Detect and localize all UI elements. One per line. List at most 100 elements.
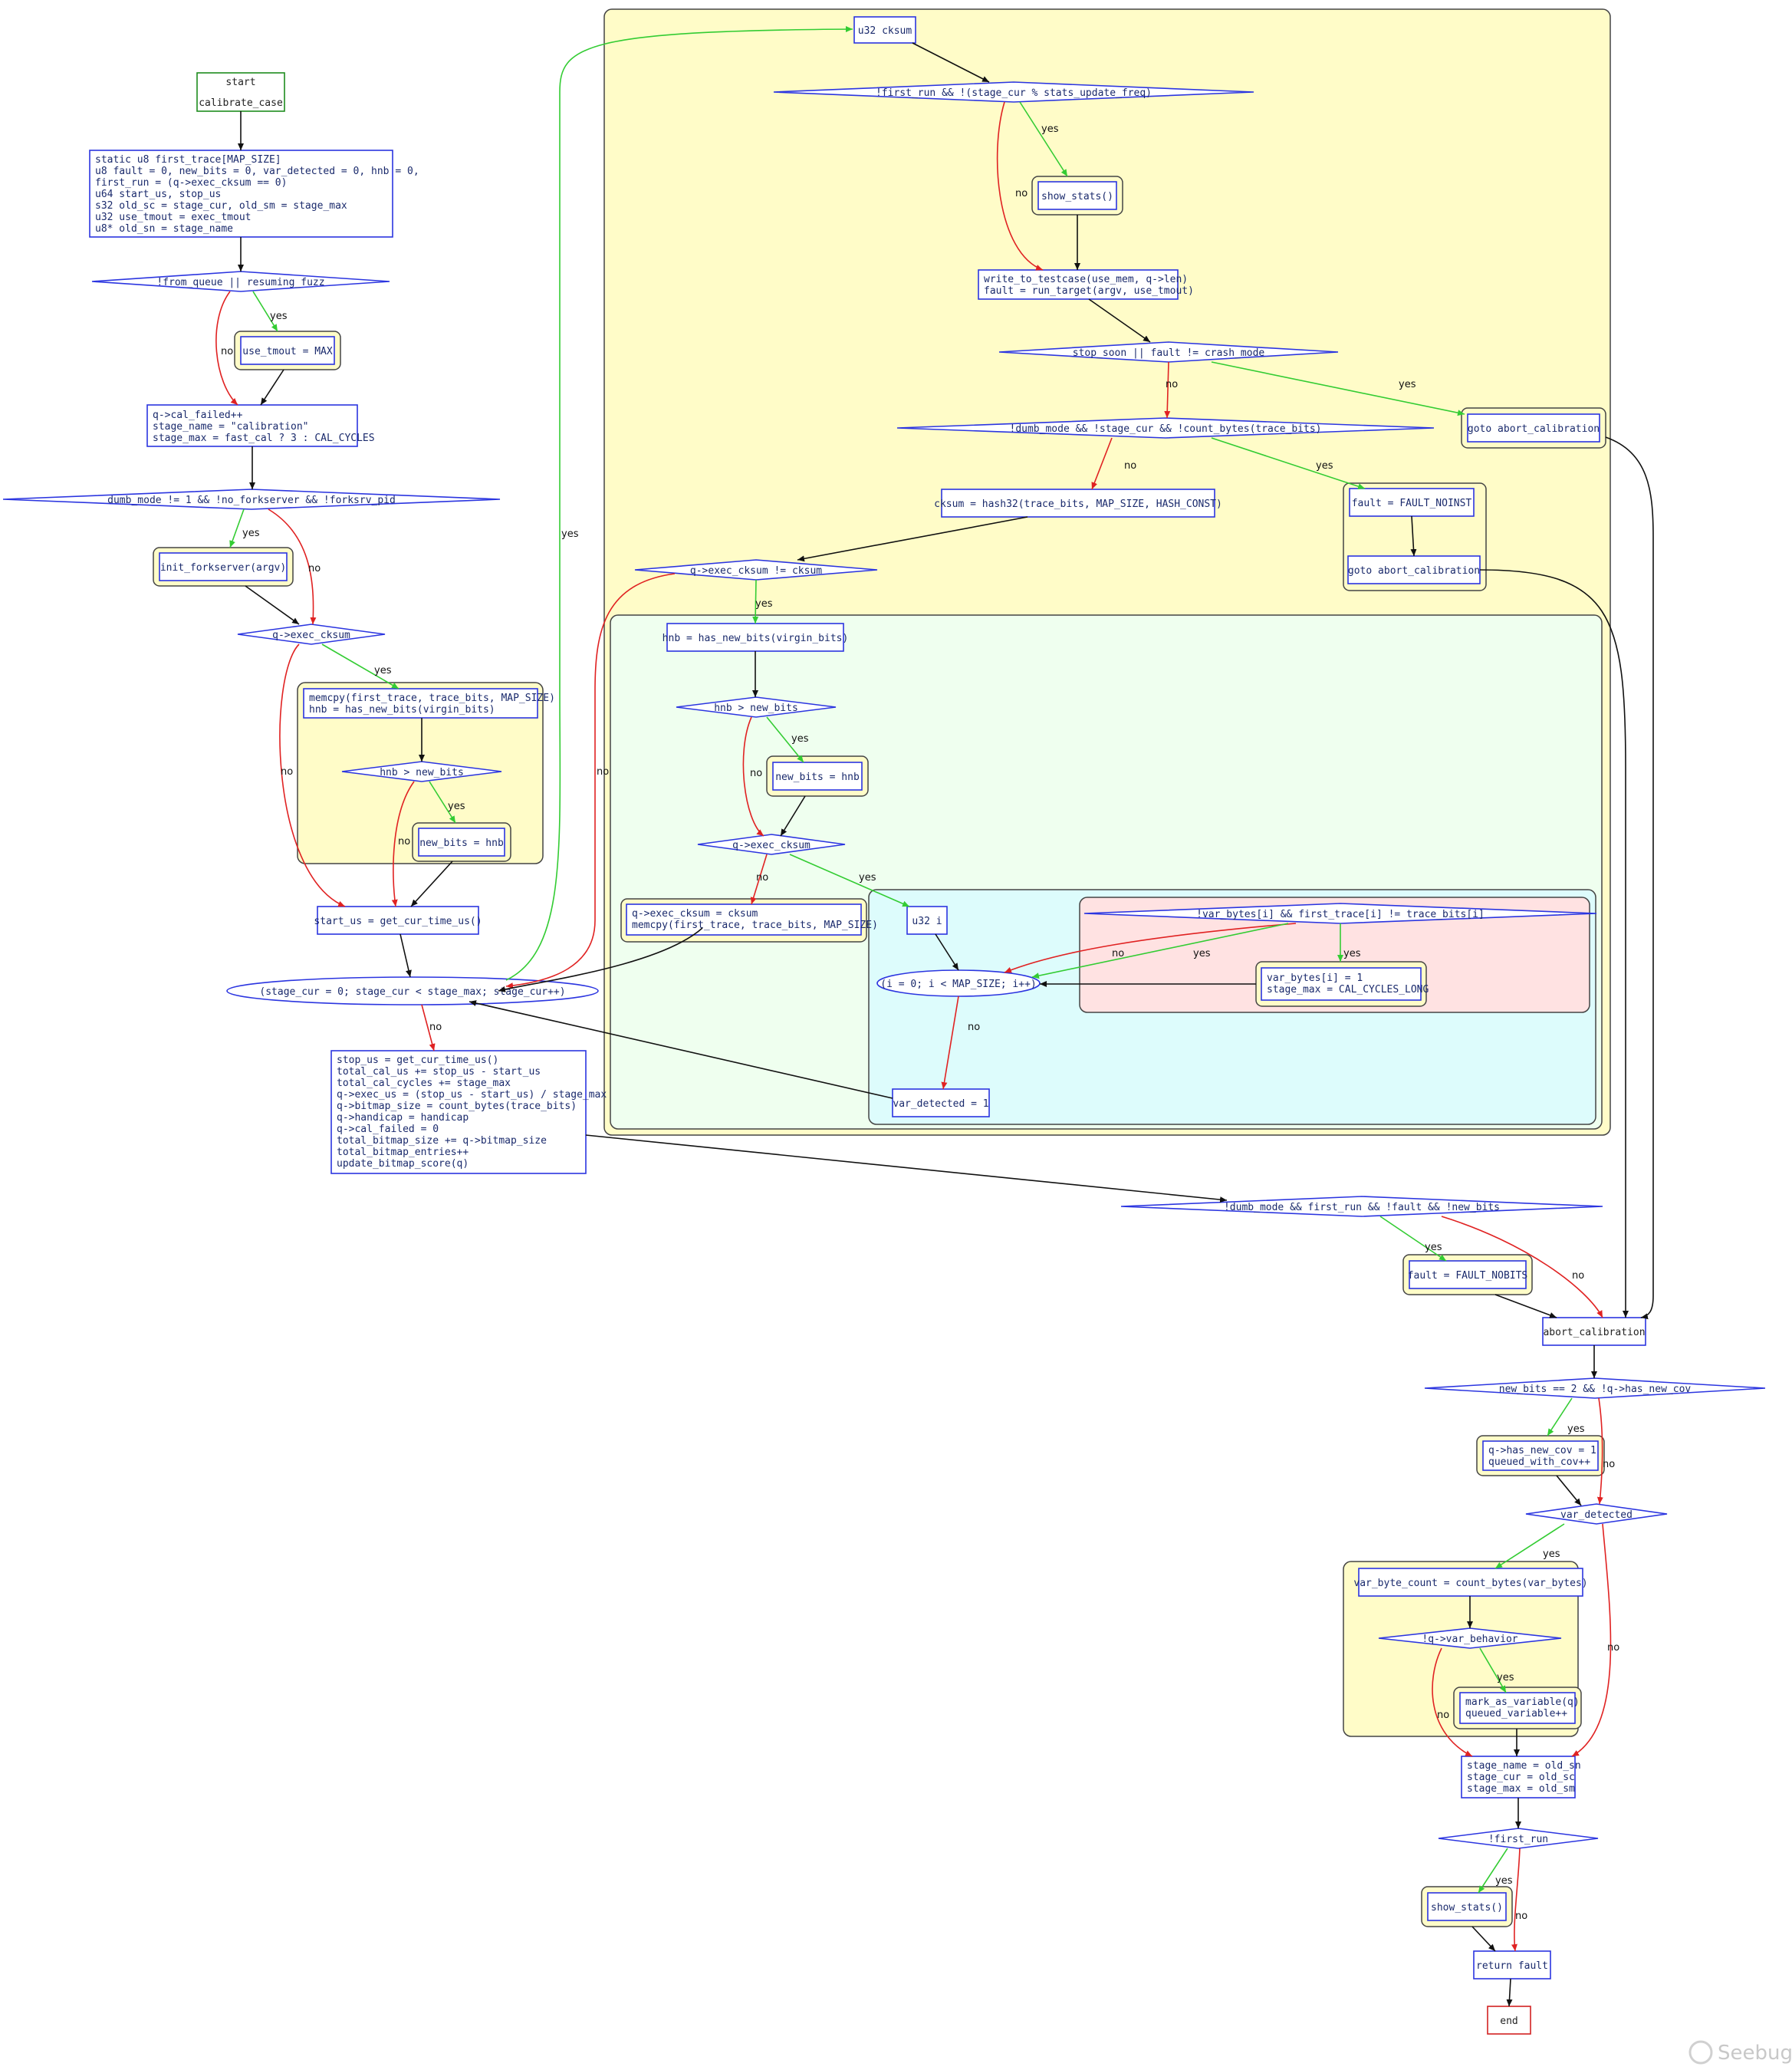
node-fault-noinst: fault = FAULT_NOINST bbox=[1349, 488, 1475, 517]
svg-text:stage_max = old_sm: stage_max = old_sm bbox=[1467, 1783, 1575, 1795]
svg-text:yes: yes bbox=[448, 801, 465, 812]
svg-text:total_cal_us += stop_us - star: total_cal_us += stop_us - start_us bbox=[337, 1066, 541, 1078]
svg-text:show_stats(): show_stats() bbox=[1431, 1902, 1503, 1914]
svg-text:yes: yes bbox=[1399, 379, 1416, 390]
cond-first-run: !first_run && !(stage_cur % stats_update… bbox=[773, 81, 1254, 103]
svg-text:u32 i: u32 i bbox=[912, 916, 942, 927]
edge bbox=[1211, 437, 1366, 489]
edge bbox=[215, 291, 238, 406]
node-mark-variable: mark_as_variable(q) queued_variable++ bbox=[1453, 1687, 1582, 1729]
node-stage-loop: (stage_cur = 0; stage_cur < stage_max; s… bbox=[226, 976, 599, 1005]
edge bbox=[1479, 1647, 1507, 1693]
edge bbox=[1088, 298, 1151, 343]
node-assign-cksum: q->exec_cksum = cksum memcpy(first_trace… bbox=[620, 898, 878, 943]
node-start-us: start_us = get_cur_time_us() bbox=[314, 906, 482, 935]
edge bbox=[1031, 923, 1289, 979]
svg-text:no: no bbox=[597, 766, 609, 778]
watermark: Seebug bbox=[1688, 2040, 1792, 2065]
edge bbox=[1441, 1216, 1603, 1318]
node-restore-stage: stage_name = old_sn stage_cur = old_sc s… bbox=[1461, 1756, 1581, 1798]
svg-text:!dumb_mode && first_run && !fa: !dumb_mode && first_run && !fault && !ne… bbox=[1224, 1202, 1500, 1213]
svg-text:stage_max = CAL_CYCLES_LONG: stage_max = CAL_CYCLES_LONG bbox=[1267, 984, 1429, 996]
svg-text:u32 use_tmout = exec_tmout: u32 use_tmout = exec_tmout bbox=[95, 212, 252, 223]
svg-text:no: no bbox=[1112, 948, 1124, 959]
svg-text:dumb_mode != 1 && !no_forkserv: dumb_mode != 1 && !no_forkserver && !for… bbox=[107, 495, 396, 506]
edge bbox=[766, 716, 804, 763]
node-cksum-hash: cksum = hash32(trace_bits, MAP_SIZE, HAS… bbox=[934, 489, 1222, 518]
svg-text:no: no bbox=[756, 872, 768, 884]
edge bbox=[752, 579, 759, 624]
svg-text:yes: yes bbox=[1343, 948, 1361, 959]
svg-text:var_byte_count = count_bytes(v: var_byte_count = count_bytes(var_bytes) bbox=[1353, 1578, 1587, 1589]
svg-text:yes: yes bbox=[1193, 948, 1211, 959]
node-memcpy-first-trace: memcpy(first_trace, trace_bits, MAP_SIZE… bbox=[303, 688, 555, 719]
edge bbox=[742, 716, 764, 837]
svg-text:q->cal_failed++: q->cal_failed++ bbox=[153, 410, 243, 421]
svg-text:no: no bbox=[398, 836, 410, 847]
edge bbox=[1571, 1523, 1612, 1757]
edge bbox=[1506, 1978, 1513, 2007]
edge bbox=[505, 26, 853, 981]
cond-no-bits: !dumb_mode && first_run && !fault && !ne… bbox=[1120, 1196, 1603, 1217]
svg-text:yes: yes bbox=[561, 528, 579, 540]
svg-text:!from_queue || resuming_fuzz: !from_queue || resuming_fuzz bbox=[156, 277, 324, 288]
svg-text:update_bitmap_score(q): update_bitmap_score(q) bbox=[337, 1158, 469, 1170]
edge bbox=[1432, 1647, 1473, 1757]
node-goto-abort-1: goto abort_calibration bbox=[1461, 407, 1606, 449]
svg-text:q->handicap = handicap: q->handicap = handicap bbox=[337, 1112, 469, 1124]
edge bbox=[912, 42, 990, 83]
svg-text:no: no bbox=[308, 563, 321, 574]
node-has-new-cov: q->has_new_cov = 1 queued_with_cov++ bbox=[1476, 1435, 1605, 1476]
svg-text:new_bits == 2 && !q->has_new_c: new_bits == 2 && !q->has_new_cov bbox=[1499, 1384, 1692, 1395]
edge bbox=[1410, 515, 1417, 557]
svg-text:stop_us = get_cur_time_us(): stop_us = get_cur_time_us() bbox=[337, 1055, 498, 1066]
edge bbox=[1511, 1848, 1521, 1952]
edge bbox=[1164, 361, 1171, 419]
svg-text:var_detected = 1: var_detected = 1 bbox=[893, 1098, 988, 1110]
svg-text:hnb = has_new_bits(virgin_bits: hnb = has_new_bits(virgin_bits) bbox=[663, 633, 849, 644]
svg-text:end: end bbox=[1500, 2016, 1517, 2027]
cond-hnb-2: hnb > new_bits bbox=[676, 696, 837, 718]
cond-dumb-mode: dumb_mode != 1 && !no_forkserver && !for… bbox=[2, 489, 501, 510]
svg-text:!first_run: !first_run bbox=[1488, 1834, 1548, 1845]
svg-text:u32 cksum: u32 cksum bbox=[858, 25, 912, 37]
svg-text:u64 start_us, stop_us: u64 start_us, stop_us bbox=[95, 189, 221, 200]
node-var-detected-set: var_detected = 1 bbox=[892, 1088, 990, 1117]
svg-text:queued_with_cov++: queued_with_cov++ bbox=[1488, 1456, 1590, 1468]
svg-text:(i = 0; i < MAP_SIZE; i++): (i = 0; i < MAP_SIZE; i++) bbox=[880, 979, 1037, 990]
edge bbox=[1019, 101, 1068, 177]
svg-text:yes: yes bbox=[270, 311, 288, 322]
svg-text:yes: yes bbox=[1041, 123, 1059, 135]
svg-text:start_us = get_cur_time_us(): start_us = get_cur_time_us() bbox=[314, 916, 482, 927]
svg-text:first_run = (q->exec_cksum ==: first_run = (q->exec_cksum == 0) bbox=[95, 177, 287, 189]
edge bbox=[585, 1134, 1228, 1203]
edge bbox=[941, 996, 959, 1090]
svg-text:stage_name = "calibration": stage_name = "calibration" bbox=[153, 421, 309, 433]
edge bbox=[1605, 436, 1654, 1320]
svg-text:!first_run && !(stage_cur % st: !first_run && !(stage_cur % stats_update… bbox=[876, 87, 1152, 99]
svg-text:memcpy(first_trace, trace_bits: memcpy(first_trace, trace_bits, MAP_SIZE… bbox=[632, 920, 878, 931]
cond-stop-soon: stop_soon || fault != crash_mode bbox=[998, 341, 1339, 363]
svg-text:yes: yes bbox=[1497, 1672, 1514, 1683]
svg-text:q->cal_failed = 0: q->cal_failed = 0 bbox=[337, 1124, 439, 1135]
edge bbox=[1004, 923, 1297, 973]
svg-text:!q->var_behavior: !q->var_behavior bbox=[1422, 1634, 1517, 1645]
edge bbox=[229, 508, 245, 548]
svg-text:q->has_new_cov = 1: q->has_new_cov = 1 bbox=[1488, 1445, 1596, 1456]
edge bbox=[410, 861, 453, 907]
svg-text:total_bitmap_size += q->bitmap: total_bitmap_size += q->bitmap_size bbox=[337, 1135, 547, 1147]
cond-var-detected: var_detected bbox=[1525, 1503, 1668, 1525]
svg-text:show_stats(): show_stats() bbox=[1041, 191, 1113, 202]
node-show-stats-2: show_stats() bbox=[1421, 1886, 1513, 1927]
node-cal-failed: q->cal_failed++ stage_name = "calibratio… bbox=[146, 404, 375, 447]
cond-exec-cksum-2: q->exec_cksum bbox=[697, 834, 846, 855]
svg-text:stage_cur = old_sc: stage_cur = old_sc bbox=[1467, 1772, 1575, 1783]
svg-text:abort_calibration: abort_calibration bbox=[1543, 1327, 1645, 1338]
cond-new-bits-2: new_bits == 2 && !q->has_new_cov bbox=[1424, 1377, 1766, 1399]
node-new-bits-1: new_bits = hnb bbox=[412, 822, 511, 862]
node-stop-us: stop_us = get_cur_time_us() total_cal_us… bbox=[330, 1050, 607, 1174]
svg-text:no: no bbox=[1515, 1910, 1527, 1922]
svg-text:hnb > new_bits: hnb > new_bits bbox=[380, 767, 464, 778]
edge bbox=[268, 508, 317, 625]
